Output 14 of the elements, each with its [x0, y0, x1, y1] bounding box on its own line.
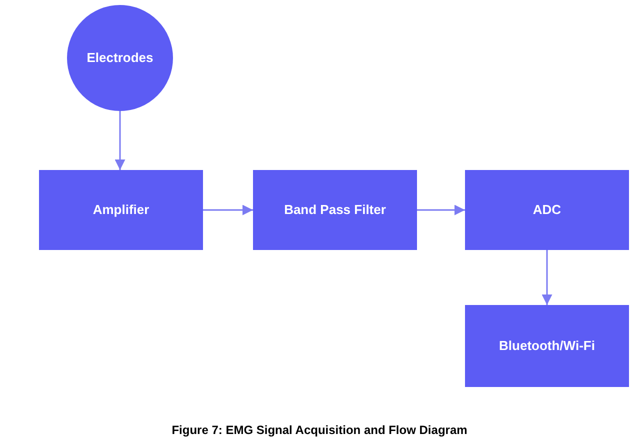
- process-box: [253, 170, 417, 250]
- node-label: Band Pass Filter: [284, 201, 386, 220]
- node-label: ADC: [532, 201, 562, 220]
- figure-caption: Figure 7: EMG Signal Acquisition and Flow Diagram: [170, 422, 468, 439]
- node-label: Amplifier: [92, 201, 150, 220]
- arrow: [203, 204, 253, 216]
- node-label: Electrodes: [86, 49, 154, 68]
- arrow: [417, 204, 465, 216]
- arrow: [114, 111, 126, 170]
- process-box: [465, 305, 629, 387]
- process-box: [465, 170, 629, 250]
- arrow: [542, 250, 552, 305]
- process-box: [39, 170, 203, 250]
- node-label: Bluetooth/Wi-Fi: [499, 337, 595, 356]
